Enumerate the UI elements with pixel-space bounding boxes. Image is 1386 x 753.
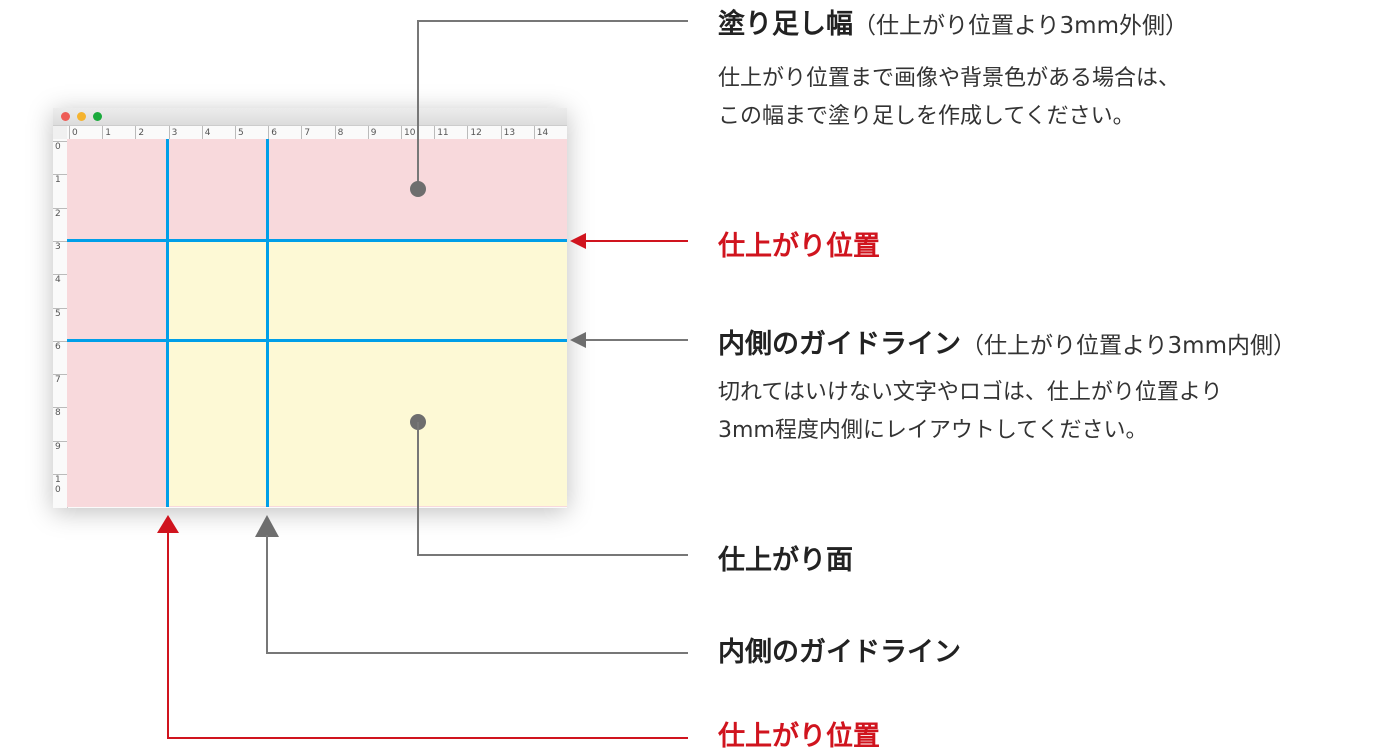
ruler-corner [53,126,68,140]
window-titlebar [53,108,567,126]
ruler-tick-label: 1 [53,174,67,185]
ruler-tick-label: 6 [53,340,67,352]
trim-position-bottom-label: 仕上がり位置 [718,721,880,752]
trim-guide-horizontal [67,239,567,242]
inner-guide-bottom-leader [266,535,268,654]
inner-guide-bottom-label: 内側のガイドライン [718,637,961,668]
ruler-tick-label: 7 [53,374,67,385]
bleed-area [67,139,567,507]
inner-guide-description: 切れてはいけない文字やロゴは、仕上がり位置より 3mm程度内側にレイアウトしてくだ… [718,374,1222,450]
bleed-subtitle: （仕上がり位置より3mm外側） [853,13,1188,39]
ruler-tick-label: 0 [53,141,67,152]
arrow-up-gray-icon [255,515,279,537]
ruler-tick-label: 4 [201,126,211,139]
bleed-label: 塗り足し幅（仕上がり位置より3mm外側） [718,2,1188,41]
inner-guide-horizontal [67,339,567,342]
bleed-leader-h [417,20,688,22]
inner-guide-subtitle: （仕上がり位置より3mm内側） [961,333,1296,359]
trim-right-leader [584,240,688,242]
trim-surface-leader [417,422,419,556]
ruler-tick-label: 2 [53,207,67,219]
ruler-tick-label: 5 [235,126,244,139]
ruler-tick-label: 8 [53,407,67,418]
ruler-tick-label: 10 [401,126,415,139]
bleed-description: 仕上がり位置まで画像や背景色がある場合は、この幅まで塗り足しを作成してください。 [718,60,1180,136]
bleed-leader [417,20,419,190]
ruler-tick-label: 13 [500,126,515,139]
ruler-tick-label: 4 [53,274,67,285]
ruler-tick-label: 6 [268,126,277,139]
ruler-tick-label: 12 [467,126,482,139]
bleed-marker-dot [410,181,426,197]
arrow-up-red-icon [157,515,179,533]
trim-position-label: 仕上がり位置 [718,231,880,262]
bleed-title: 塗り足し幅 [718,9,853,40]
desc-line: 仕上がり位置まで画像や背景色がある場合は、 [718,66,1181,91]
inner-guide-vertical [266,139,269,507]
trim-area [168,240,567,506]
ruler-tick-label: 9 [367,126,377,139]
inner-guide-title: 内側のガイドライン [718,329,961,360]
arrow-left-red-icon [570,233,586,249]
inner-guide-right-leader [584,339,688,341]
trim-bottom-leader-h [167,737,688,739]
ruler-tick-label: 8 [334,126,343,139]
left-ruler: 0 1 2 3 4 5 6 7 8 9 1 0 [53,139,68,508]
ruler-tick-label: 5 [53,307,67,319]
ruler-tick-label: 9 [53,440,67,452]
ruler-tick-label: 14 [533,126,548,139]
ruler-tick-label: 7 [301,126,310,139]
minimize-button[interactable] [77,112,86,121]
ruler-tick-label: 1 [102,126,111,139]
ruler-tick-label: 2 [135,126,144,139]
ruler-tick-label: 3 [53,240,67,252]
desc-line: 3mm程度内側にレイアウトしてください。 [718,418,1148,443]
inner-guide-label: 内側のガイドライン（仕上がり位置より3mm内側） [718,322,1296,361]
close-button[interactable] [61,112,70,121]
maximize-button[interactable] [93,112,102,121]
inner-guide-bottom-leader-h [266,652,688,654]
trim-bottom-leader [167,532,169,739]
ruler-tick-label: 11 [434,126,449,139]
trim-guide-vertical [166,139,169,507]
ruler-tick-label: 1 0 [53,474,67,495]
ruler-tick-label: 3 [168,126,177,139]
trim-surface-label: 仕上がり面 [718,545,853,576]
ruler-tick-label: 0 [69,126,78,139]
desc-line: 切れてはいけない文字やロゴは、仕上がり位置より [718,380,1223,405]
trim-surface-leader-h [417,554,688,556]
arrow-left-gray-icon [570,332,586,348]
desc-line: この幅まで塗り足しを作成してください。 [718,104,1135,129]
